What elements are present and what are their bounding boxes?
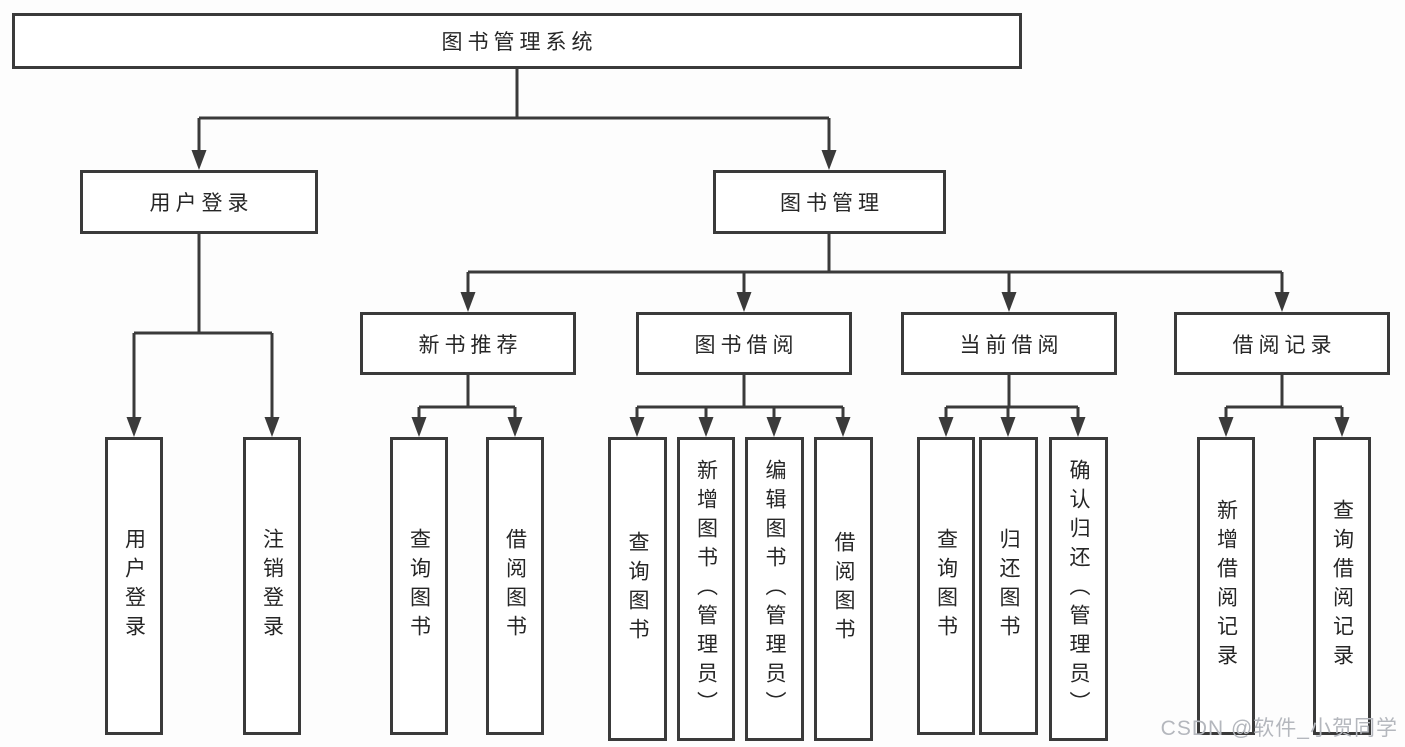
- node-query-books-borrowing: 查询图书: [608, 437, 667, 741]
- node-label: 借阅图书: [832, 531, 855, 647]
- node-query-books-current: 查询图书: [917, 437, 975, 735]
- node-borrow-books-borrowing: 借阅图书: [814, 437, 873, 741]
- node-confirm-return-admin: 确认归还（管理员）: [1049, 437, 1108, 741]
- node-label: 查询图书: [934, 528, 958, 644]
- node-label: 新书推荐: [418, 333, 523, 357]
- connector-arrowheads: [126, 150, 1350, 437]
- node-label: 图书借阅: [694, 333, 799, 357]
- node-label: 新增借阅记录: [1214, 499, 1238, 673]
- node-label: 新增图书（管理员）: [694, 458, 718, 720]
- node-label: 查询图书: [626, 531, 649, 647]
- node-library-management-system: 图书管理系统: [12, 13, 1022, 69]
- node-label: 确认归还（管理员）: [1067, 458, 1090, 720]
- node-book-borrowing: 图书借阅: [636, 312, 852, 375]
- node-label: 编辑图书（管理员）: [763, 458, 786, 720]
- node-label: 当前借阅: [959, 333, 1064, 357]
- node-query-books-recommend: 查询图书: [390, 437, 448, 735]
- node-label: 图书管理: [780, 192, 884, 215]
- node-new-book-recommendation: 新书推荐: [360, 312, 576, 375]
- node-user-login-leaf: 用户登录: [105, 437, 163, 735]
- node-label: 用户登录: [149, 192, 254, 215]
- node-add-borrow-record: 新增借阅记录: [1197, 437, 1255, 735]
- node-book-management: 图书管理: [713, 170, 946, 234]
- node-label: 查询借阅记录: [1330, 499, 1354, 673]
- node-user-login: 用户登录: [80, 170, 318, 234]
- csdn-watermark: CSDN @软件_小贺同学: [1160, 717, 1398, 740]
- node-add-books-admin: 新增图书（管理员）: [677, 437, 735, 741]
- node-logout: 注销登录: [243, 437, 301, 735]
- node-label: 图书管理系统: [441, 31, 598, 54]
- node-borrowing-records: 借阅记录: [1174, 312, 1390, 375]
- node-borrow-books-recommend: 借阅图书: [486, 437, 544, 735]
- node-query-borrow-record: 查询借阅记录: [1313, 437, 1371, 735]
- node-return-books: 归还图书: [979, 437, 1038, 735]
- node-label: 查询图书: [407, 528, 431, 644]
- connector-lines: [132, 69, 1344, 417]
- node-label: 归还图书: [997, 528, 1020, 644]
- node-label: 用户登录: [122, 528, 146, 644]
- node-current-borrowing: 当前借阅: [901, 312, 1117, 375]
- node-edit-books-admin: 编辑图书（管理员）: [745, 437, 804, 741]
- node-label: 借阅图书: [503, 528, 527, 644]
- node-label: 注销登录: [260, 528, 284, 644]
- node-label: 借阅记录: [1232, 333, 1337, 357]
